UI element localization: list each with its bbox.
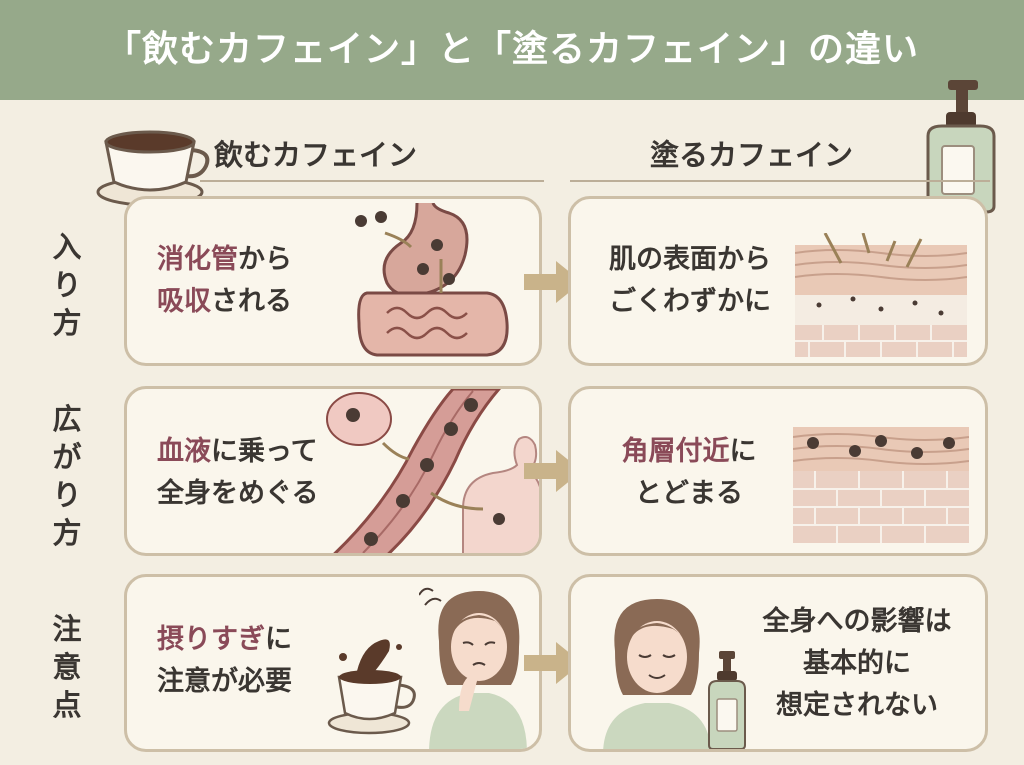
text-line: 全身への影響は bbox=[762, 606, 952, 637]
row-label-caution: 注意点 bbox=[47, 610, 87, 724]
text-sareru: される bbox=[211, 286, 292, 317]
text-ni-notte: に乗って bbox=[211, 436, 318, 467]
spilled-coffee-icon bbox=[327, 639, 416, 735]
card-drink-entry: 消化管から 吸収される bbox=[124, 196, 542, 366]
worried-woman-icon bbox=[419, 587, 527, 749]
row-label-entry: 入り方 bbox=[47, 228, 87, 342]
skin-layer-icon bbox=[793, 427, 969, 543]
text-line: 肌の表面から bbox=[609, 244, 771, 275]
text-ni: に bbox=[729, 436, 757, 467]
row-label-text: 広がり方 bbox=[52, 402, 82, 550]
card-apply-spread: 角層付近に とどまる bbox=[568, 386, 988, 556]
text-line: ごくわずかに bbox=[609, 286, 771, 317]
card-apply-caution: 全身への影響は 基本的に 想定されない bbox=[568, 574, 988, 752]
skin-layer-icon bbox=[795, 233, 967, 357]
card-text-block: 角層付近に とどまる bbox=[591, 431, 787, 515]
card-text-block: 全身への影響は 基本的に 想定されない bbox=[741, 601, 973, 727]
column-divider-apply bbox=[570, 180, 990, 182]
text-line: 注意が必要 bbox=[157, 666, 292, 697]
card-apply-entry: 肌の表面から ごくわずかに bbox=[568, 196, 988, 366]
row-label-text: 入り方 bbox=[52, 230, 82, 340]
column-divider-drink bbox=[200, 180, 544, 182]
text-line: 想定されない bbox=[776, 690, 938, 721]
column-heading-apply: 塗るカフェイン bbox=[650, 138, 854, 172]
calm-woman-icon bbox=[603, 599, 711, 749]
highlight-overconsumption: 摂りすぎ bbox=[157, 624, 265, 655]
text-line: 基本的に bbox=[803, 648, 911, 679]
card-text-block: 血液に乗って 全身をめぐる bbox=[157, 431, 318, 515]
column-heading-drink: 飲むカフェイン bbox=[214, 138, 418, 172]
text-ni: に bbox=[265, 624, 292, 655]
card-text-block: 肌の表面から ごくわずかに bbox=[593, 239, 787, 323]
text-line: 全身をめぐる bbox=[157, 478, 319, 509]
title-bar bbox=[0, 0, 1024, 100]
blood-vessel-icon bbox=[326, 389, 539, 553]
card-text-block: 消化管から 吸収される bbox=[157, 239, 292, 323]
card-text-block: 摂りすぎに 注意が必要 bbox=[157, 619, 292, 703]
highlight-absorption: 吸収 bbox=[157, 286, 211, 317]
highlight-digestive-tract: 消化管 bbox=[157, 244, 238, 275]
coffee-cup-icon bbox=[96, 130, 210, 207]
card-drink-caution: 摂りすぎに 注意が必要 bbox=[124, 574, 542, 752]
row-label-spread: 広がり方 bbox=[47, 400, 87, 552]
card-drink-spread: 血液に乗って 全身をめぐる bbox=[124, 386, 542, 556]
row-label-text: 注意点 bbox=[52, 612, 82, 722]
text-kara: から bbox=[238, 244, 292, 275]
highlight-blood: 血液 bbox=[157, 436, 211, 467]
stomach-intestine-icon bbox=[355, 203, 509, 357]
highlight-stratum-corneum: 角層付近 bbox=[621, 436, 730, 467]
pump-bottle-icon bbox=[708, 651, 746, 749]
page-title: 「飲むカフェイン」と「塗るカフェイン」の違い bbox=[104, 29, 919, 70]
text-line: とどまる bbox=[635, 478, 743, 509]
